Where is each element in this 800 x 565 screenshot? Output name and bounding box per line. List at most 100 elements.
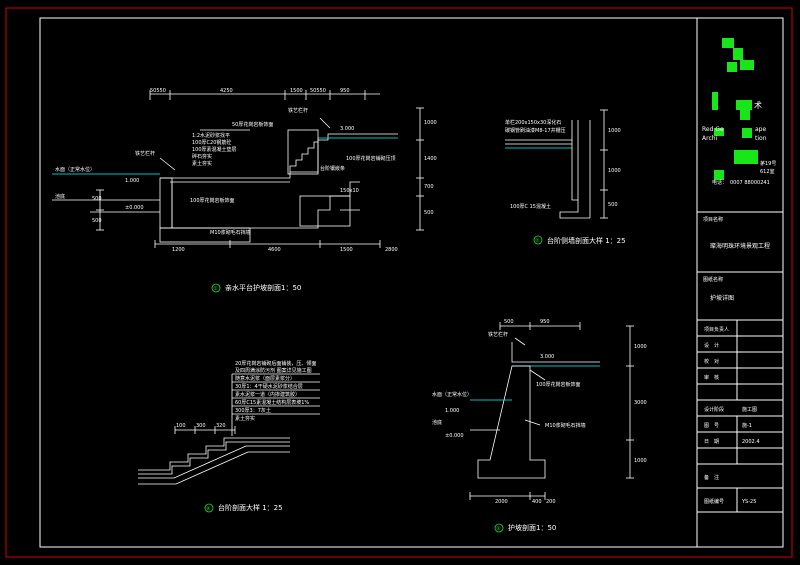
company-english-line-2: Archi bbox=[702, 135, 718, 142]
svg-text:1000: 1000 bbox=[424, 120, 437, 126]
drawing-4-caption: ④ 台阶剖面大样 1：25 bbox=[204, 503, 283, 513]
contact-address-1: 茅19号 bbox=[760, 160, 776, 167]
svg-text:20厚花岗岩铺砌后面铺装，压、倾面: 20厚花岗岩铺砌后面铺装，压、倾面 bbox=[235, 360, 316, 367]
svg-text:素土夯实: 素土夯实 bbox=[235, 415, 255, 422]
drawing-1-caption: ① 亲水平台护坡剖面1：50 bbox=[211, 283, 301, 293]
svg-text:③: ③ bbox=[496, 526, 500, 532]
titleblock: 术 Red Ge ape Archi tion 茅19号 612室 电话： 00… bbox=[697, 38, 783, 513]
company-english-fragment-2: ape bbox=[755, 126, 766, 133]
svg-text:950: 950 bbox=[340, 88, 350, 94]
svg-text:1500: 1500 bbox=[340, 247, 353, 253]
role-label-design: 设 计 bbox=[704, 342, 719, 349]
drawing-number-value: 施-1 bbox=[742, 422, 752, 429]
svg-text:500: 500 bbox=[504, 319, 514, 325]
svg-text:1000: 1000 bbox=[608, 168, 621, 174]
design-stage-value: 施工图 bbox=[742, 406, 757, 413]
design-stage-label: 设计阶段 bbox=[704, 406, 724, 413]
svg-text:3.000: 3.000 bbox=[340, 126, 354, 132]
svg-text:±0.000: ±0.000 bbox=[445, 433, 464, 439]
svg-text:池底: 池底 bbox=[55, 193, 65, 200]
drawing-2-caption: ② 台阶侧墙剖面大样 1：25 bbox=[533, 235, 626, 245]
svg-text:亲水平台护坡剖面1：50: 亲水平台护坡剖面1：50 bbox=[225, 283, 301, 292]
svg-text:台阶剖面大样 1：25: 台阶剖面大样 1：25 bbox=[218, 503, 283, 512]
svg-text:铁艺栏杆: 铁艺栏杆 bbox=[488, 331, 508, 338]
svg-text:1500: 1500 bbox=[290, 88, 303, 94]
svg-text:100厚花岗岩板饰面: 100厚花岗岩板饰面 bbox=[536, 381, 581, 388]
svg-text:单栏200x150x30深化石: 单栏200x150x30深化石 bbox=[505, 119, 561, 126]
svg-text:50厚花岗岩板饰面: 50厚花岗岩板饰面 bbox=[232, 121, 273, 128]
svg-text:碳钢管刷油漆M8-17井栅压: 碳钢管刷油漆M8-17井栅压 bbox=[505, 127, 566, 134]
svg-text:100厚花岗岩板饰面: 100厚花岗岩板饰面 bbox=[190, 197, 235, 204]
svg-text:100: 100 bbox=[176, 423, 186, 429]
drawing-2-texts: 单栏200x150x30深化石 碳钢管刷油漆M8-17井栅压 100厚C 15混… bbox=[505, 119, 621, 210]
contact-address-2: 612室 bbox=[760, 168, 775, 175]
svg-text:150x10: 150x10 bbox=[340, 188, 359, 194]
company-english-fragment: Red Ge bbox=[702, 126, 724, 133]
drawing-3-slope-section bbox=[469, 322, 634, 500]
svg-text:④: ④ bbox=[206, 506, 211, 512]
drawing-3-caption: ③ 护坡剖面1：50 bbox=[494, 523, 556, 533]
role-label-check: 校 对 bbox=[704, 358, 719, 365]
date-value: 2002.4 bbox=[742, 439, 760, 445]
svg-text:3.000: 3.000 bbox=[540, 354, 554, 360]
svg-text:2800: 2800 bbox=[385, 247, 398, 253]
svg-text:500: 500 bbox=[92, 196, 102, 202]
svg-text:4600: 4600 bbox=[268, 247, 281, 253]
svg-text:台阶侧墙剖面大样 1：25: 台阶侧墙剖面大样 1：25 bbox=[547, 236, 626, 245]
project-name: 璨海明珠环境景观工程 bbox=[710, 242, 770, 250]
svg-text:100厚C20钢筋砼: 100厚C20钢筋砼 bbox=[192, 139, 231, 146]
drawing-3-texts: 500 950 2000 400 200 1000 3000 1000 3.00… bbox=[432, 319, 647, 505]
drawing-1-texts: 50550 4250 1500 50550 950 1200 4600 1500… bbox=[55, 88, 437, 253]
svg-text:M10浆砌毛石挡墙: M10浆砌毛石挡墙 bbox=[545, 422, 586, 429]
drawing-2-side-wall-detail bbox=[505, 109, 608, 219]
svg-text:4250: 4250 bbox=[220, 88, 233, 94]
sheet-inner-border bbox=[39, 17, 784, 548]
role-label-lead: 项目负责人 bbox=[704, 326, 729, 333]
company-english-line-2b: tion bbox=[755, 135, 767, 142]
svg-text:100厚素混凝土垫层: 100厚素混凝土垫层 bbox=[192, 146, 237, 153]
svg-text:2000: 2000 bbox=[495, 499, 508, 505]
svg-text:水面（正常水位）: 水面（正常水位） bbox=[432, 391, 472, 398]
svg-text:②: ② bbox=[535, 238, 540, 244]
sheet-outer-border bbox=[5, 7, 793, 558]
svg-text:素水泥浆一道（内掺建筑胶）: 素水泥浆一道（内掺建筑胶） bbox=[235, 391, 300, 398]
svg-text:1.000: 1.000 bbox=[125, 178, 139, 184]
svg-text:铁艺栏杆: 铁艺栏杆 bbox=[135, 150, 155, 157]
svg-text:碎石夯实: 碎石夯实 bbox=[192, 153, 212, 160]
svg-text:30厚1：4干硬水泥砂浆结合层: 30厚1：4干硬水泥砂浆结合层 bbox=[235, 383, 303, 390]
svg-text:1400: 1400 bbox=[424, 156, 437, 162]
svg-text:铁艺栏杆: 铁艺栏杆 bbox=[288, 107, 308, 114]
svg-text:①: ① bbox=[213, 286, 218, 292]
svg-text:水面（正常水位）: 水面（正常水位） bbox=[55, 166, 95, 173]
svg-text:50550: 50550 bbox=[310, 88, 326, 94]
company-name-fragment: 术 bbox=[754, 100, 762, 110]
svg-text:500: 500 bbox=[92, 218, 102, 224]
contact-phone-label: 电话： bbox=[712, 179, 727, 186]
sheet-code-value: YS-25 bbox=[741, 499, 756, 505]
svg-text:±0.000: ±0.000 bbox=[125, 205, 144, 211]
svg-text:500: 500 bbox=[424, 210, 434, 216]
svg-text:950: 950 bbox=[540, 319, 550, 325]
sheet-code-label: 图纸编号 bbox=[704, 498, 724, 505]
drawing-name: 护坡详图 bbox=[710, 294, 734, 302]
drawing-1-platform-section bbox=[52, 90, 424, 248]
remarks-label: 备 注 bbox=[704, 474, 719, 481]
svg-text:及四周满涂防污剂 图案详见施工图: 及四周满涂防污剂 图案详见施工图 bbox=[235, 367, 312, 374]
svg-text:300厚3：7灰土: 300厚3：7灰土 bbox=[235, 407, 271, 414]
svg-text:1:2水泥砂浆找平: 1:2水泥砂浆找平 bbox=[192, 132, 230, 139]
svg-text:60厚C15素混凝土结构层表坡1%: 60厚C15素混凝土结构层表坡1% bbox=[235, 399, 309, 406]
svg-text:50550: 50550 bbox=[150, 88, 166, 94]
role-label-review: 审 核 bbox=[704, 374, 719, 381]
svg-text:500: 500 bbox=[608, 202, 618, 208]
svg-text:台阶镶嵌条: 台阶镶嵌条 bbox=[320, 165, 345, 172]
svg-text:700: 700 bbox=[424, 184, 434, 190]
svg-text:300: 300 bbox=[196, 423, 206, 429]
svg-text:M10浆砌毛石挡墙: M10浆砌毛石挡墙 bbox=[210, 229, 251, 236]
svg-text:100厚C 15混凝土: 100厚C 15混凝土 bbox=[510, 203, 551, 210]
drawing-number-label: 图 号 bbox=[704, 423, 719, 429]
contact-phone-number: 0007 88000241 bbox=[730, 180, 770, 186]
svg-text:护坡剖面1：50: 护坡剖面1：50 bbox=[508, 523, 556, 532]
svg-text:素土夯实: 素土夯实 bbox=[192, 160, 212, 167]
drawing-4-texts: 100 300 320 20厚花岗岩铺砌后面铺装，压、倾面 及四周满涂防污剂 图… bbox=[176, 360, 316, 429]
